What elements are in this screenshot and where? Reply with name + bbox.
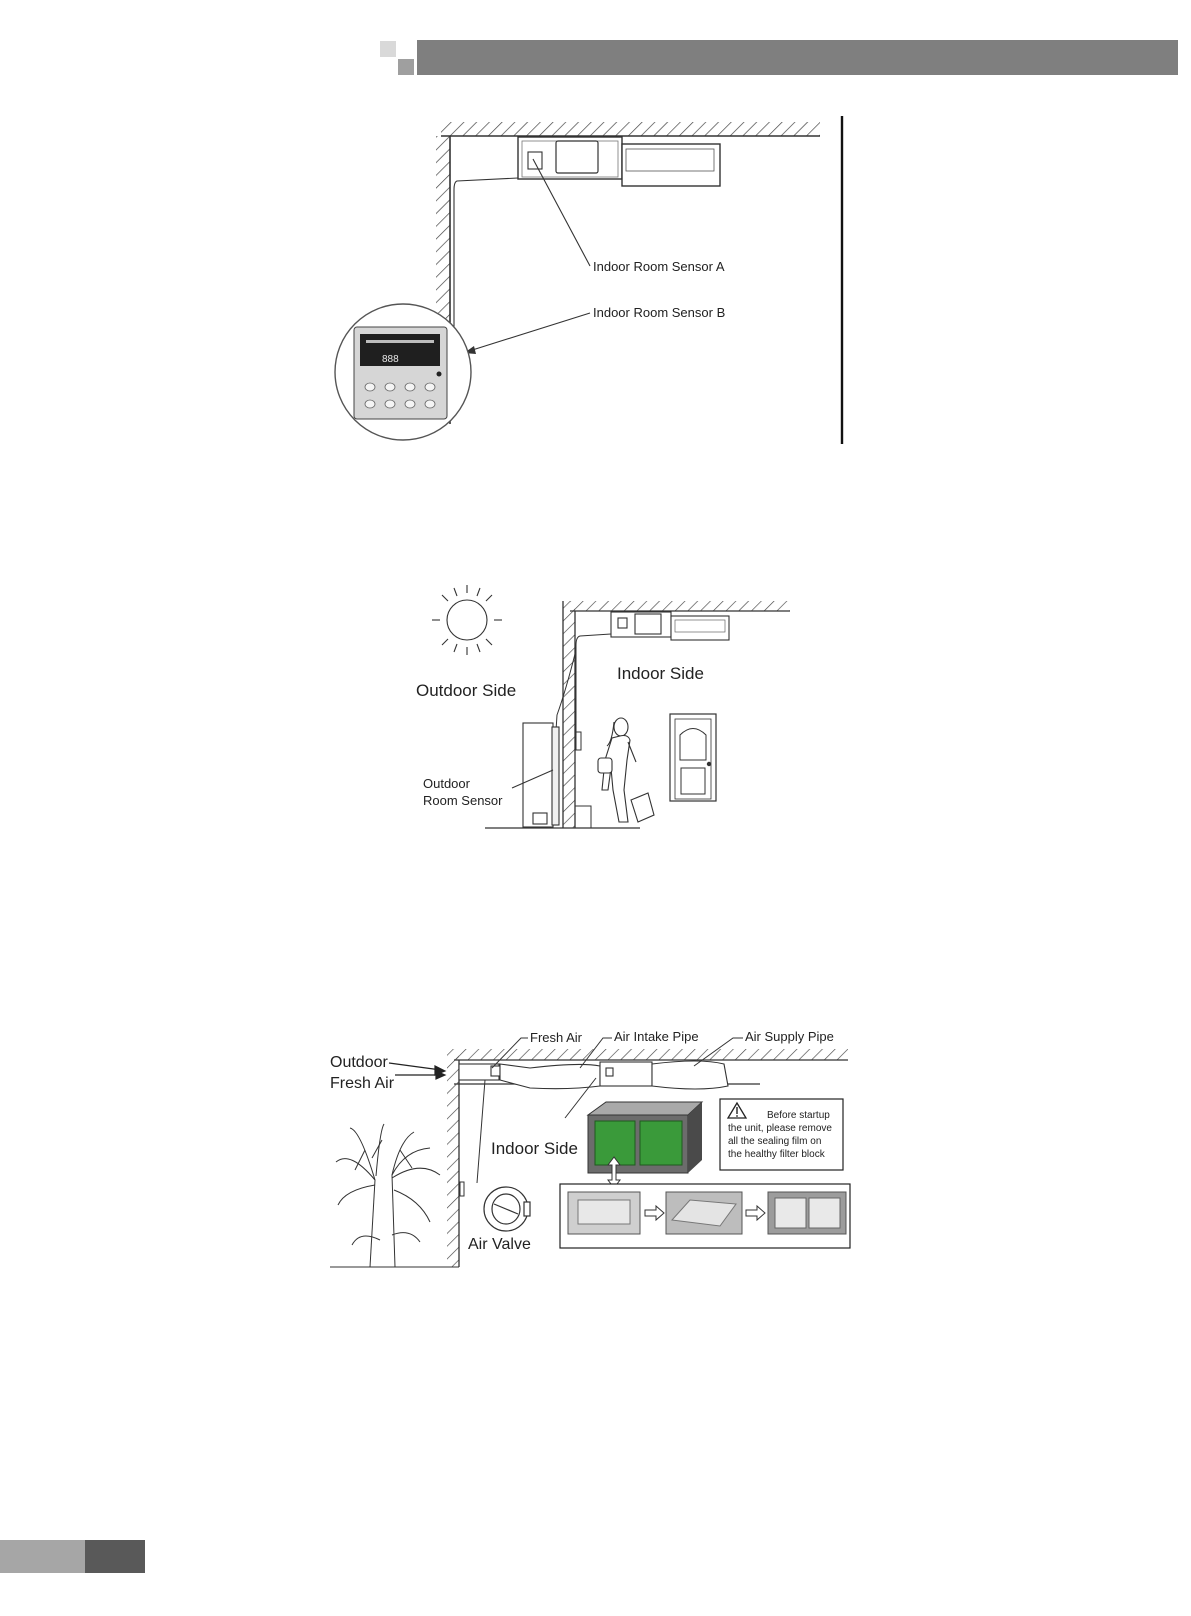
notice-line2: the unit, please remove (728, 1123, 832, 1134)
air-valve-icon (484, 1187, 530, 1231)
wall-hatch (447, 1049, 459, 1267)
filter-unit-photo (588, 1102, 702, 1173)
label-indoor-side: Indoor Side (491, 1139, 578, 1158)
duct-system (459, 1061, 728, 1089)
filter-step-1-photo (568, 1192, 640, 1234)
fresh-air-arrows (389, 1063, 445, 1079)
wall-controller (460, 1182, 464, 1196)
label-air-supply-pipe: Air Supply Pipe (745, 1029, 834, 1044)
notice-line4: the healthy filter block (728, 1149, 826, 1160)
filter-step-2-photo (666, 1192, 742, 1234)
label-air-valve: Air Valve (468, 1236, 531, 1253)
footer-tab-dark (85, 1540, 145, 1573)
filter-step-3-photo (768, 1192, 846, 1234)
label-outdoor-fresh-air-line2: Fresh Air (330, 1075, 395, 1092)
footer-tab-light (0, 1540, 85, 1573)
notice-line1: Before startup (767, 1110, 830, 1121)
air-valve-leader (477, 1080, 485, 1183)
plant-icon (336, 1124, 440, 1267)
ceiling-hatch (454, 1049, 848, 1060)
label-outdoor-fresh-air-line1: Outdoor (330, 1054, 388, 1071)
notice-line3: all the sealing film on (728, 1136, 821, 1147)
label-air-intake-pipe: Air Intake Pipe (614, 1029, 699, 1044)
label-fresh-air: Fresh Air (530, 1030, 583, 1045)
